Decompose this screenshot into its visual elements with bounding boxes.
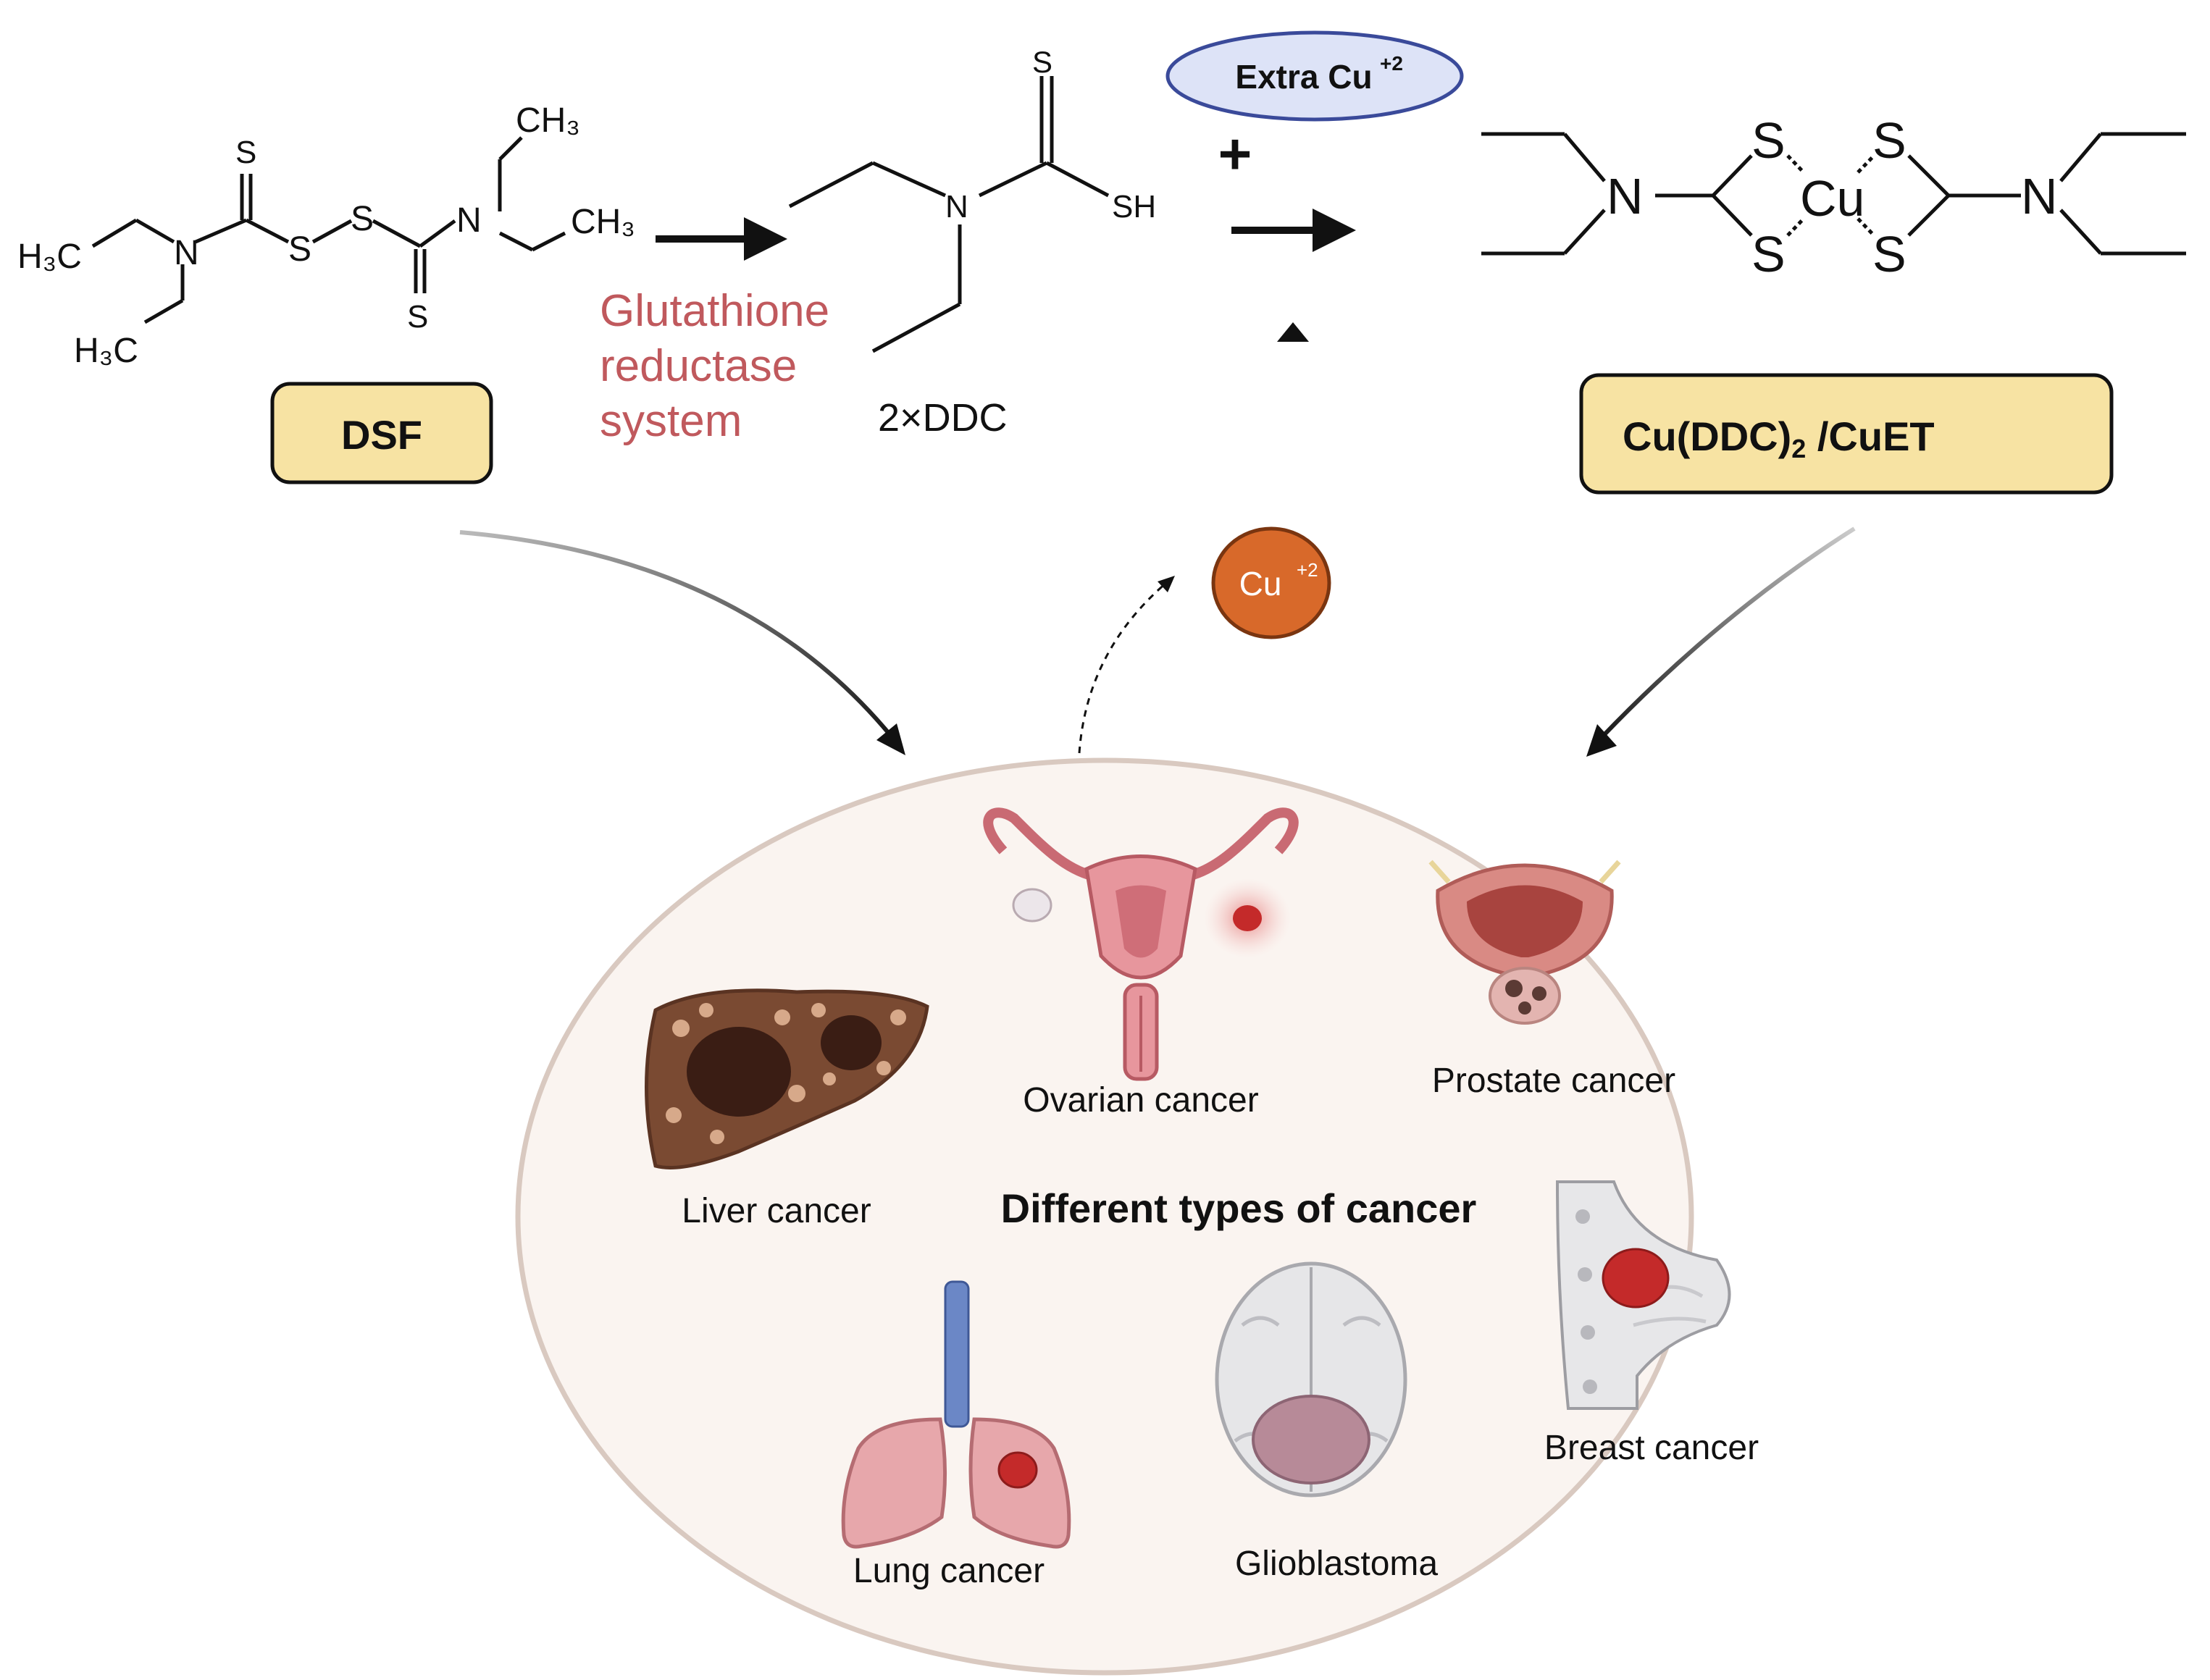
- cu-release-arrow: [1078, 581, 1167, 754]
- complex-structure: [1481, 132, 2186, 256]
- dsf-label-box: DSF: [270, 382, 493, 484]
- dsf-atom: H₃C: [74, 332, 138, 370]
- step-label-line: system: [600, 396, 742, 446]
- cancer-panel: [515, 757, 1694, 1676]
- dsf-atom: CH₃: [516, 101, 580, 140]
- cancer-label-prostate: Prostate cancer: [1432, 1062, 1675, 1100]
- lung-illustration: [841, 1280, 1071, 1549]
- dsf-atom: S: [407, 299, 428, 335]
- dsf-atom: S: [351, 200, 374, 238]
- cu-release-arrowhead: [1158, 576, 1175, 592]
- cancer-label-breast: Breast cancer: [1544, 1429, 1759, 1467]
- complex-atom: N: [2021, 168, 2058, 224]
- cancer-label-lung: Lung cancer: [853, 1552, 1045, 1590]
- cu-ion-charge: +2: [1297, 559, 1318, 581]
- complex-atom: S: [1872, 112, 1906, 169]
- complex-atom: S: [1751, 226, 1786, 282]
- complex-to-cancer-arrowhead: [1586, 724, 1617, 757]
- extra-cu-charge: +2: [1380, 52, 1403, 75]
- liver-illustration: [645, 988, 929, 1169]
- dsf-to-cancer-arrowhead: [876, 723, 905, 755]
- complex-label-box: Cu(DDC)2 /CuET: [1579, 373, 2114, 495]
- dsf-structure: [91, 136, 566, 324]
- ddc-label: 2×DDC: [878, 396, 1008, 440]
- complex-label: Cu(DDC)2 /CuET: [1623, 413, 1935, 463]
- dsf-atom: N: [174, 234, 199, 272]
- complex-atom-labels: N S S Cu S S N: [1607, 112, 2058, 282]
- complex-atom: S: [1751, 112, 1786, 169]
- complex-atom: Cu: [1800, 170, 1864, 227]
- cancer-label-liver: Liver cancer: [682, 1192, 871, 1230]
- plus-sign: +: [1218, 122, 1252, 186]
- dsf-atom: S: [288, 230, 311, 269]
- uterus-illustration: [983, 807, 1299, 1081]
- prostate-illustration: [1428, 860, 1621, 1025]
- breast-illustration: [1555, 1180, 1731, 1410]
- cu-supply-arrowhead: [1277, 322, 1309, 342]
- dsf-atom: H₃C: [17, 238, 82, 276]
- ddc-atom: N: [945, 189, 968, 224]
- dsf-atom: CH₃: [571, 203, 635, 241]
- extra-cu-label: Extra Cu: [1235, 58, 1372, 96]
- ddc-structure: [788, 76, 1110, 353]
- ddc-atom: S: [1032, 45, 1052, 79]
- complex-to-cancer-arrow: [1591, 526, 1856, 748]
- complex-atom: N: [1607, 168, 1644, 224]
- dsf-label: DSF: [341, 412, 422, 458]
- step-label-line: Glutathione: [600, 286, 829, 336]
- step-label-line: reductase: [600, 341, 797, 391]
- dsf-to-cancer-arrow: [459, 530, 904, 751]
- complex-atom: S: [1872, 226, 1906, 282]
- cancer-label-glioblastoma: Glioblastoma: [1235, 1545, 1438, 1583]
- cu-ion-label: Cu: [1239, 565, 1282, 602]
- dsf-atom-labels: H₃C H₃C N S S S S N CH₃ CH₃: [17, 101, 635, 370]
- glutathione-reductase-label: Glutathione reductase system: [600, 286, 829, 446]
- dsf-atom: S: [235, 135, 256, 170]
- ddc-atom-labels: S N SH: [945, 45, 1156, 224]
- ddc-atom: SH: [1112, 189, 1156, 224]
- cu-ion: Cu +2: [1211, 526, 1331, 639]
- extra-cu-badge: Extra Cu +2: [1165, 30, 1464, 122]
- dsf-atom: N: [456, 201, 482, 240]
- cancer-panel-title: Different types of cancer: [1001, 1185, 1477, 1231]
- brain-illustration: [1215, 1261, 1407, 1498]
- cancer-label-ovarian: Ovarian cancer: [1023, 1081, 1258, 1120]
